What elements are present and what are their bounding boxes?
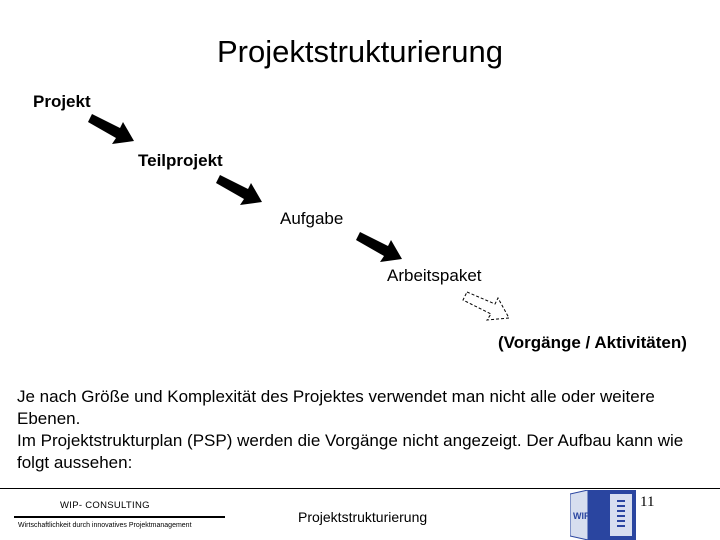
level-vorgaenge: (Vorgänge / Aktivitäten) [498, 333, 687, 352]
footer-title: Projektstrukturierung [298, 509, 428, 525]
level-arbeitspaket: Arbeitspaket [387, 266, 482, 285]
footer-tagline: Wirtschaftlichkeit durch innovatives Pro… [18, 522, 192, 529]
level-aufgabe: Aufgabe [280, 209, 344, 228]
footer-underline [14, 516, 225, 518]
level-teilprojekt: Teilprojekt [138, 151, 223, 170]
footer-company: WIP- CONSULTING [60, 500, 150, 511]
slide-title: Projektstrukturierung [216, 34, 503, 69]
logo-icon: WIP [570, 490, 636, 540]
footer-divider [0, 488, 720, 489]
arrow-icon [216, 175, 262, 205]
body-line: Je nach Größe und Komplexität des Projek… [17, 387, 655, 428]
body-text: Je nach Größe und Komplexität des Projek… [17, 386, 707, 474]
body-line: Im Projektstrukturplan (PSP) werden die … [17, 431, 684, 472]
page-number: 11 [640, 494, 655, 510]
arrow-icon [88, 114, 134, 144]
logo-text: WIP [573, 511, 590, 521]
arrow-icon [356, 232, 402, 262]
level-projekt: Projekt [33, 92, 91, 111]
dashed-arrow-icon [462, 291, 510, 321]
